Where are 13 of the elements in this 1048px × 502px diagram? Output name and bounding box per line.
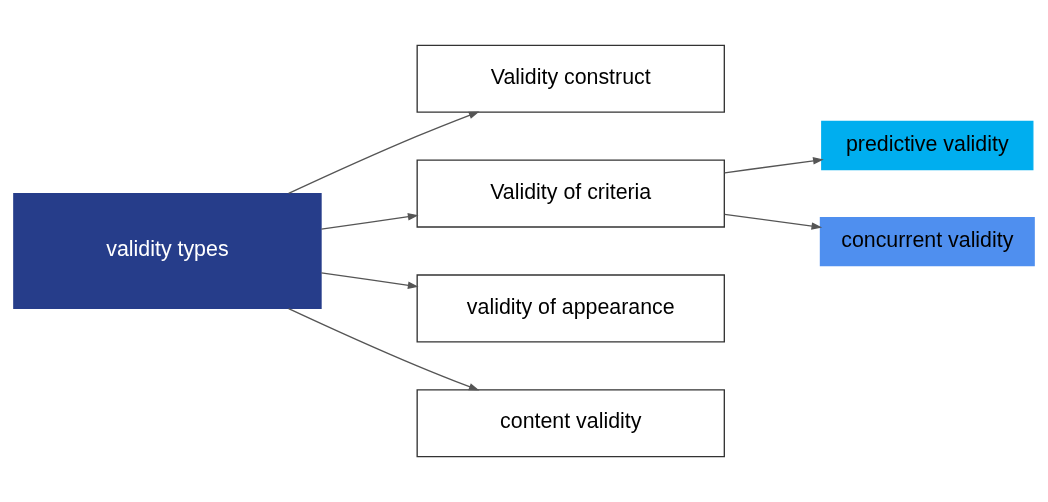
- node-box: concurrent validity: [819, 216, 1035, 267]
- arrow: [287, 307, 480, 391]
- node-box: content validity: [416, 389, 725, 458]
- arrow: [320, 272, 419, 289]
- node-box: predictive validity: [821, 120, 1034, 171]
- node-box: validity types: [13, 192, 322, 310]
- arrow: [320, 213, 419, 230]
- node-box: validity of appearance: [416, 274, 725, 343]
- arrow: [724, 213, 823, 230]
- node-box: Validity of criteria: [416, 159, 725, 228]
- arrow: [724, 157, 824, 174]
- arrow: [287, 111, 480, 195]
- node-box: Validity construct: [416, 44, 725, 113]
